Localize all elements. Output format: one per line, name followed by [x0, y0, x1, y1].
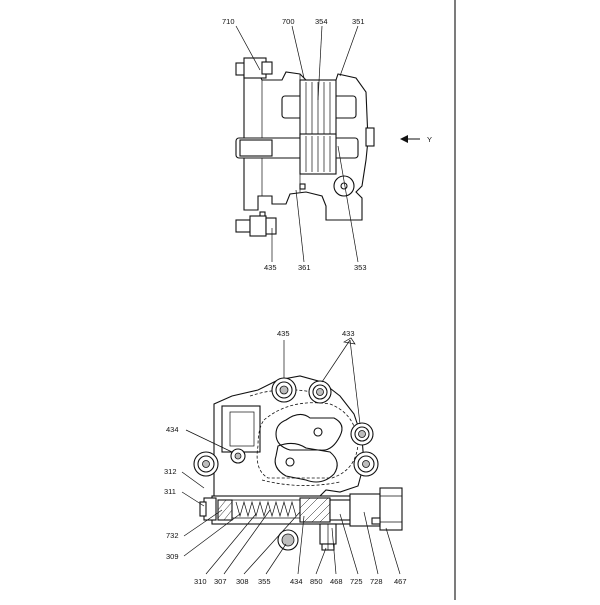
- callout-310: 310: [194, 577, 207, 586]
- internal-passage: [261, 479, 341, 486]
- leader-434b: [297, 515, 305, 575]
- callout-435: 435: [277, 329, 290, 338]
- leader-354: [317, 25, 323, 101]
- callout-361: 361: [298, 263, 311, 272]
- bolt-left: [193, 451, 219, 477]
- leader-433a: [321, 339, 351, 383]
- bottom-plug-434: [277, 529, 299, 551]
- shaft-center: [285, 457, 295, 467]
- leader-312: [181, 471, 205, 489]
- callout-435: 435: [264, 263, 277, 272]
- shaft-center: [313, 427, 323, 437]
- leader-850: [315, 547, 327, 575]
- bottom-bolt-nut: [265, 217, 277, 235]
- callout-700: 700: [282, 17, 295, 26]
- leader-310: [205, 513, 257, 575]
- arrow-head: [342, 337, 356, 345]
- callout-725: 725: [350, 577, 363, 586]
- bolt-433-right: [350, 422, 374, 446]
- bolt-435: [271, 377, 297, 403]
- leader-355: [265, 543, 287, 575]
- leader-467: [385, 527, 401, 575]
- callout-433: 433: [342, 329, 355, 338]
- leader-311: [181, 491, 205, 507]
- callout-434: 434: [166, 425, 179, 434]
- top-view: 710 700 354 351 435 361 353 Y: [222, 17, 432, 272]
- top-bolt-nut: [261, 61, 273, 75]
- bolt-433-left: [308, 380, 332, 404]
- plug-center: [340, 182, 348, 190]
- callout-309: 309: [166, 552, 179, 561]
- bottom-bolt-435: [235, 219, 251, 233]
- callout-728: 728: [370, 577, 383, 586]
- callout-351: 351: [352, 17, 365, 26]
- callout-353: 353: [354, 263, 367, 272]
- leader-728: [363, 511, 379, 575]
- arrow-left-icon: [400, 135, 408, 143]
- leader-710: [235, 25, 261, 71]
- callout-311: 311: [164, 487, 176, 496]
- bolt-right: [353, 451, 379, 477]
- lower-shaft-end: [239, 139, 273, 157]
- spring-307: [235, 500, 297, 518]
- leader-351: [339, 25, 359, 77]
- leader-309: [183, 513, 241, 557]
- leader-434: [185, 429, 233, 453]
- leader-361: [295, 189, 305, 263]
- left-flange-inner: [229, 411, 255, 447]
- leader-732: [183, 509, 223, 537]
- leader-700: [291, 25, 305, 79]
- callout-850: 850: [310, 577, 323, 586]
- direction-label: Y: [427, 135, 432, 144]
- leader-307: [223, 509, 271, 575]
- leader-725: [339, 513, 359, 575]
- small-mark: [299, 183, 306, 190]
- gear-chamber: [275, 413, 343, 451]
- callout-468: 468: [330, 577, 343, 586]
- callout-710: 710: [222, 17, 235, 26]
- end-cap-tip: [199, 501, 207, 517]
- leader-433b: [349, 339, 361, 425]
- callout-308: 308: [236, 577, 249, 586]
- fitting-nut-467: [379, 487, 403, 531]
- callout-307: 307: [214, 577, 227, 586]
- callout-354: 354: [315, 17, 328, 26]
- hatched-section: [217, 499, 233, 521]
- small-port: [371, 517, 381, 525]
- callout-355: 355: [258, 577, 271, 586]
- bottom-view: 435 433 434 312 311 732 309 310 307 308 …: [164, 329, 407, 586]
- callout-434-bottom: 434: [290, 577, 303, 586]
- side-boss: [365, 127, 375, 147]
- bottom-bolt-head: [249, 215, 267, 237]
- leader-468: [331, 527, 337, 575]
- callout-467: 467: [394, 577, 407, 586]
- callout-732: 732: [166, 531, 179, 540]
- callout-312: 312: [164, 467, 177, 476]
- gear-chamber: [274, 442, 338, 483]
- hatched-section: [299, 497, 331, 523]
- leader-308: [243, 511, 301, 575]
- bolt-434: [230, 448, 246, 464]
- spool: [329, 499, 351, 521]
- leader-353: [337, 145, 359, 263]
